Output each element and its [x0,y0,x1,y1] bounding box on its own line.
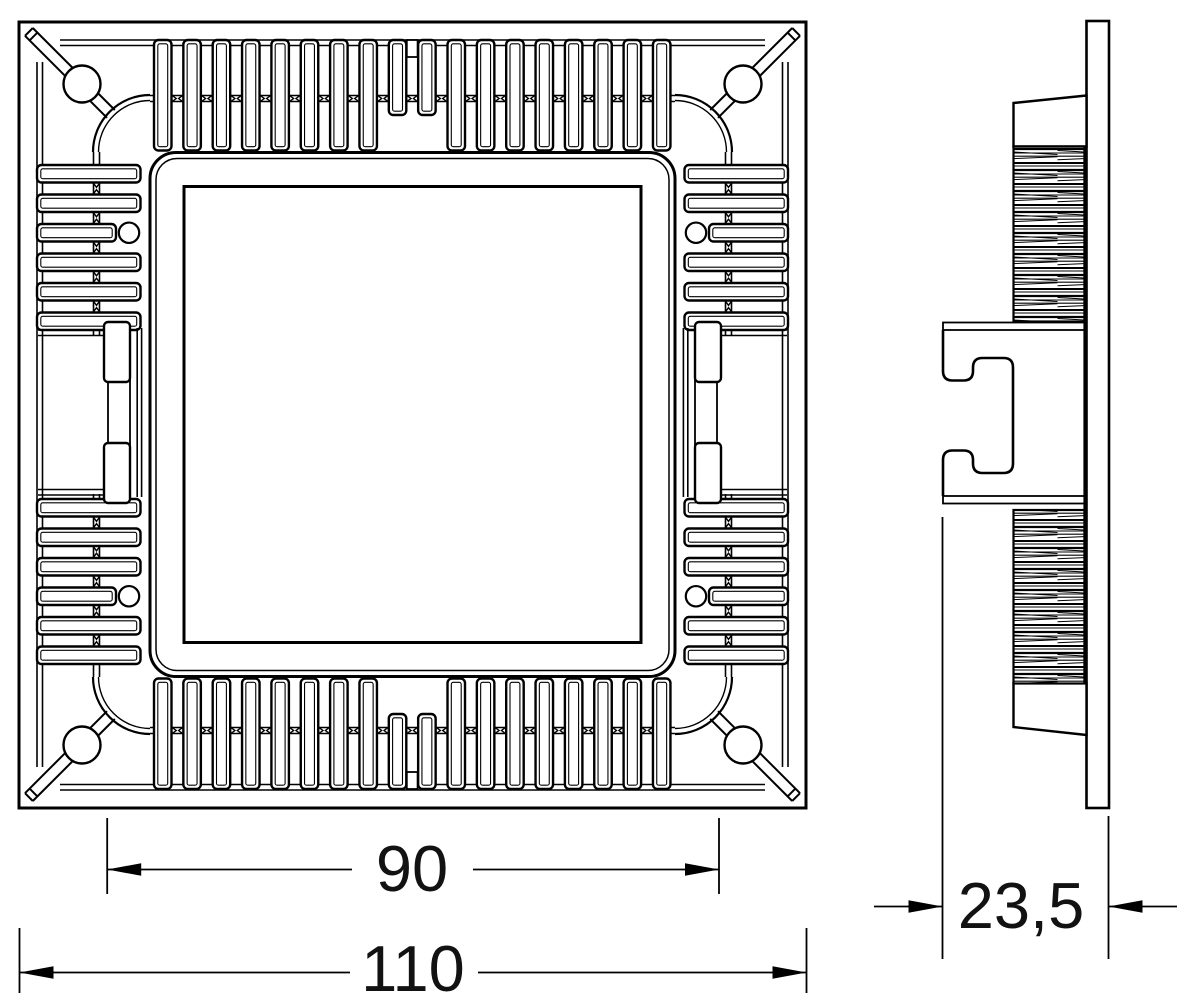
fin [35,163,142,184]
fin [683,193,790,214]
fin [358,677,379,791]
dimension-arrow [107,863,142,876]
fin [416,38,437,117]
fin [270,38,291,152]
mounting-tab [102,320,132,384]
fin [622,38,643,152]
fin [35,645,142,666]
fin [152,38,173,152]
dimension-23-5-label: 23,5 [958,869,1085,942]
fin [683,527,790,548]
fin [534,677,555,791]
mounting-tab [693,441,723,505]
fin [505,677,525,791]
fin [358,38,379,152]
dimension-arrow [19,966,54,979]
fin [182,38,203,152]
screw-hole [684,221,708,245]
bezel-panel [1085,19,1111,810]
fin [328,677,349,791]
screw-hole [684,584,708,608]
fin [35,222,118,243]
fin [387,712,408,791]
dimension-arrow [685,863,719,876]
fin [707,222,790,243]
fin [152,677,173,791]
fin [35,252,142,273]
screw-hole [117,221,141,245]
front-view [17,20,808,810]
screw-hole [117,584,141,608]
dimension-110 [18,928,808,993]
fin [651,677,672,791]
fin [211,38,232,152]
dimension-23-5 [874,517,1177,959]
fin [534,38,555,152]
bracket-flange [942,495,1086,505]
heatsink-top-block [1012,94,1088,148]
fin [416,712,437,791]
fin [240,677,261,791]
corner-detail [24,27,151,153]
heatsink-fins-section [1012,508,1086,685]
corner-boss [62,64,102,104]
fin [683,556,790,577]
fin [651,38,672,152]
fin [593,677,613,791]
fin [683,163,790,184]
fin [387,38,408,117]
fin [683,281,790,302]
fin [328,38,349,152]
fin [475,38,496,152]
fin [563,677,584,791]
fin [35,527,142,548]
center-notch [405,39,419,58]
fin [240,38,261,152]
fin [593,38,613,152]
fin [622,677,643,791]
side-view [941,19,1111,810]
center-notch [405,771,419,790]
fin [35,586,118,607]
fin [505,38,525,152]
fin [446,38,467,152]
fin [182,677,203,791]
fin [299,677,320,791]
dimension-labels: 90 110 23,5 [361,832,1084,1005]
fin [683,645,790,666]
dimension-110-label: 110 [361,932,465,1005]
heatsink-fins-section [1012,145,1086,323]
dimension-arrow [1108,900,1143,913]
fin [270,677,291,791]
fin [35,615,142,636]
mounting-rail-profile [941,330,1015,496]
heatsink-bottom-block [1012,681,1088,737]
fin [707,586,790,607]
fin [35,281,142,302]
dimension-arrow [772,966,807,979]
fin [35,556,142,577]
fin [211,677,232,791]
dimension-90-label: 90 [376,832,448,905]
fin [683,615,790,636]
fin [683,252,790,273]
mounting-tab [693,320,723,384]
bracket-flange [942,321,1086,331]
mounting-tab [102,441,132,505]
dimension-90 [106,818,720,894]
fin [35,193,142,214]
led-aperture [182,185,643,644]
fin [299,38,320,152]
fin [475,677,496,791]
dimensions [18,517,1177,993]
fin [563,38,584,152]
fin [446,677,467,791]
dimension-arrow [908,900,943,913]
